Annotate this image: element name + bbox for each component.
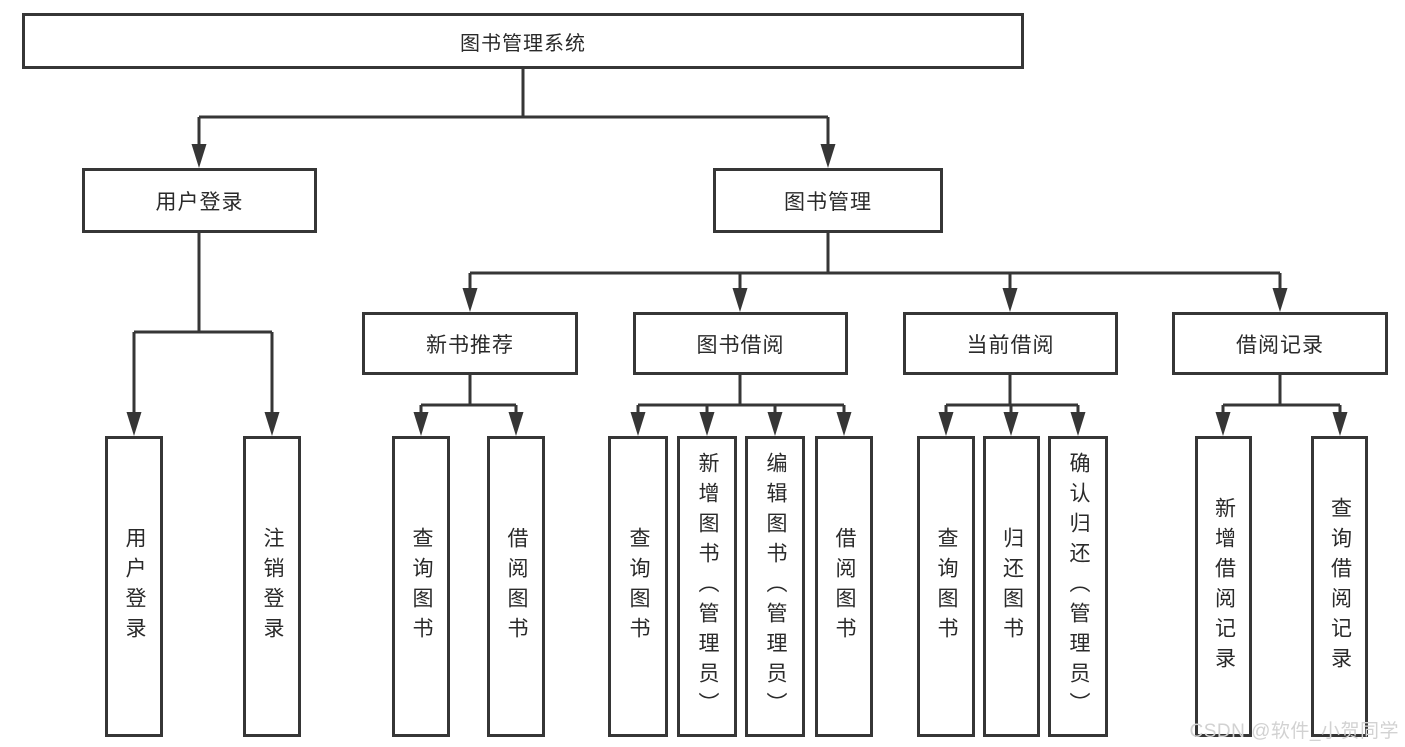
node-label: 用户登录 — [123, 526, 147, 647]
node-label: 用户登录 — [155, 190, 244, 214]
arrowhead-icon — [820, 144, 836, 168]
node-label: 编辑图书（管理员） — [764, 451, 788, 722]
leaf-borrow-add-books-admin: 新增图书（管理员） — [677, 436, 737, 737]
node-root-library-management-system: 图书管理系统 — [22, 13, 1024, 69]
csdn-watermark: CSDN @软件_小贺同学 — [1189, 721, 1399, 742]
connector-mgmt-to-level3 — [468, 233, 1282, 294]
leaf-borrow-borrow-books: 借阅图书 — [815, 436, 873, 737]
node-label: 当前借阅 — [966, 333, 1055, 357]
node-label: 注销登录 — [261, 526, 285, 647]
node-current-borrow: 当前借阅 — [903, 312, 1118, 375]
arrowhead-icon — [1215, 412, 1231, 436]
connector-strokes — [132, 69, 1342, 418]
connector-records-to-leaves — [1221, 375, 1342, 418]
node-book-management: 图书管理 — [713, 168, 943, 233]
node-label: 归还图书 — [1000, 526, 1024, 647]
node-label: 借阅图书 — [505, 526, 529, 647]
node-label: 确认归还（管理员） — [1067, 451, 1091, 722]
connector-userlogin-to-leaves — [132, 233, 274, 418]
arrowhead-icon — [191, 144, 207, 168]
arrowhead-icon — [1003, 412, 1019, 436]
node-book-borrow: 图书借阅 — [633, 312, 848, 375]
node-label: 图书管理系统 — [460, 32, 586, 55]
node-new-book-recommend: 新书推荐 — [362, 312, 578, 375]
arrowhead-icon — [699, 412, 715, 436]
leaf-borrow-edit-books-admin: 编辑图书（管理员） — [745, 436, 805, 737]
arrowhead-icon — [508, 412, 524, 436]
connector-borrow-to-leaves — [636, 375, 846, 418]
arrowhead-icon — [1272, 288, 1288, 312]
leaf-logout: 注销登录 — [243, 436, 301, 737]
leaf-current-confirm-return-admin: 确认归还（管理员） — [1048, 436, 1108, 737]
node-label: 新增借阅记录 — [1212, 496, 1236, 677]
node-label: 借阅图书 — [833, 526, 857, 647]
node-label: 查询图书 — [627, 526, 651, 647]
node-label: 查询借阅记录 — [1328, 496, 1352, 677]
arrowhead-icon — [1070, 412, 1086, 436]
node-label: 借阅记录 — [1236, 333, 1324, 357]
arrowhead-icon — [938, 412, 954, 436]
node-label: 图书管理 — [784, 190, 872, 214]
arrowhead-icon — [413, 412, 429, 436]
leaf-records-add-record: 新增借阅记录 — [1195, 436, 1252, 737]
node-label: 新增图书（管理员） — [696, 451, 720, 722]
arrowhead-icon — [126, 412, 142, 436]
arrowhead-icon — [264, 412, 280, 436]
arrowhead-icon — [732, 288, 748, 312]
leaf-recommend-query-books: 查询图书 — [392, 436, 450, 737]
leaf-current-query-books: 查询图书 — [917, 436, 975, 737]
connector-recommend-to-leaves — [419, 375, 518, 418]
arrowhead-icon — [1332, 412, 1348, 436]
arrowhead-icon — [767, 412, 783, 436]
arrowhead-icon — [630, 412, 646, 436]
connector-root-to-level2 — [197, 69, 830, 150]
leaf-borrow-query-books: 查询图书 — [608, 436, 668, 737]
leaf-user-login: 用户登录 — [105, 436, 163, 737]
node-label: 查询图书 — [410, 526, 434, 647]
node-label: 新书推荐 — [426, 333, 514, 357]
leaf-records-query-record: 查询借阅记录 — [1311, 436, 1368, 737]
leaf-current-return-books: 归还图书 — [983, 436, 1040, 737]
node-user-login: 用户登录 — [82, 168, 317, 233]
node-label: 图书借阅 — [696, 333, 785, 357]
node-borrow-records: 借阅记录 — [1172, 312, 1388, 375]
arrowhead-icon — [1002, 288, 1018, 312]
arrowhead-icon — [836, 412, 852, 436]
node-label: 查询图书 — [935, 526, 959, 647]
arrowhead-icon — [462, 288, 478, 312]
leaf-recommend-borrow-books: 借阅图书 — [487, 436, 545, 737]
arrowheads — [126, 144, 1348, 436]
connector-current-to-leaves — [944, 375, 1080, 418]
